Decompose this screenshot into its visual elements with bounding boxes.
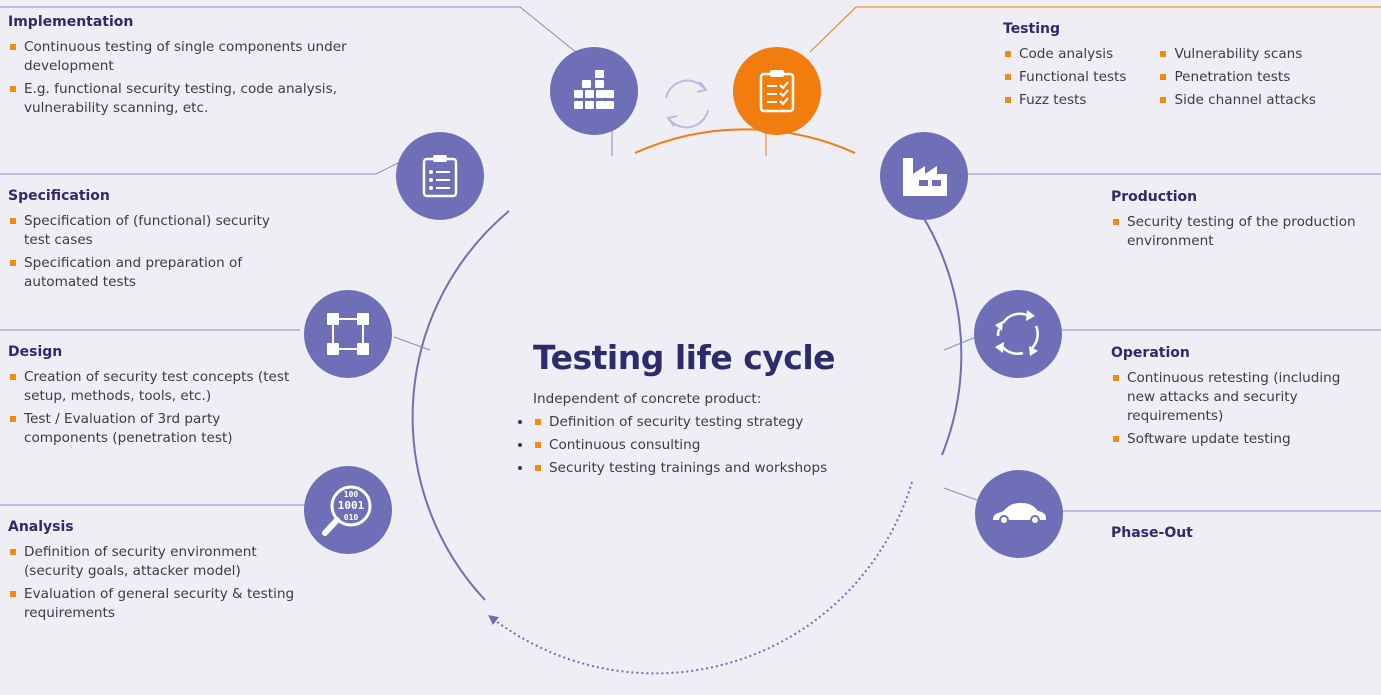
design-node: [304, 290, 392, 378]
phase-title: Implementation: [8, 14, 134, 30]
production-node: [880, 132, 968, 220]
list-item: Definition of security environment (secu…: [8, 543, 313, 581]
list-item: Specification of (functional) security t…: [8, 212, 273, 250]
phase-title: Operation: [1111, 345, 1190, 361]
testing-node: [733, 47, 821, 135]
list-item: Creation of security test concepts (test…: [8, 368, 308, 406]
checklist-icon: [759, 70, 795, 113]
list-item: Continuous retesting (including new atta…: [1111, 369, 1371, 426]
analysis-node: 100 1001 010: [304, 466, 392, 554]
list-item: Specification and preparation of automat…: [8, 254, 273, 292]
center-panel: Testing life cycle Independent of concre…: [533, 338, 836, 482]
binary-text-2: 1001: [338, 499, 365, 512]
list-item: Evaluation of general security & testing…: [8, 585, 313, 623]
clipboard-list-icon: [422, 155, 458, 198]
phase-testing: Testing Code analysis Functional tests F…: [1003, 20, 1378, 114]
list-item: E.g. functional security testing, code a…: [8, 80, 353, 118]
leader-design-cycle: [393, 336, 431, 351]
binary-text-3: 010: [344, 513, 359, 522]
list-item: Penetration tests: [1158, 68, 1316, 87]
phase-implementation: Implementation Continuous testing of sin…: [8, 13, 353, 122]
factory-icon: [903, 158, 947, 196]
refresh-icon: [665, 79, 709, 129]
phase-title: Specification: [8, 188, 110, 204]
phase-title: Phase-Out: [1111, 525, 1193, 541]
cycle-arrows-icon: [995, 310, 1039, 356]
phase-specification: Specification Specification of (function…: [8, 187, 273, 296]
operation-node: [974, 290, 1062, 378]
cycle-arc-left: [411, 210, 510, 601]
leader-specification: [0, 159, 405, 175]
cycle-arc-dotted: [488, 481, 913, 675]
list-item: Functional tests: [1003, 68, 1126, 87]
list-item: Vulnerability scans: [1158, 45, 1316, 64]
phase-title: Testing: [1003, 21, 1060, 37]
phase-out-node: [975, 470, 1063, 558]
leader-implementation: [0, 6, 599, 71]
phase-analysis: Analysis Definition of security environm…: [8, 518, 313, 627]
leader-testing: [809, 6, 1381, 53]
intro-text: Independent of concrete product:: [533, 391, 762, 407]
specification-node: [396, 132, 484, 220]
list-item: Security testing trainings and workshops: [533, 459, 835, 478]
list-item: Continuous consulting: [533, 436, 835, 455]
phase-title: Design: [8, 344, 63, 360]
list-item: Security testing of the production envir…: [1111, 213, 1371, 251]
phase-title: Production: [1111, 189, 1198, 205]
cycle-arc-top: [634, 128, 856, 154]
phase-phase-out: Phase-Out: [1111, 524, 1371, 549]
binary-text-1: 100: [344, 490, 359, 499]
grid-blocks-icon: [574, 70, 614, 109]
cycle-arc-right: [911, 199, 963, 456]
leader-phaseout-cycle: [943, 487, 978, 501]
list-item: Test / Evaluation of 3rd party component…: [8, 410, 308, 448]
diagram-title: Testing life cycle: [533, 338, 836, 377]
node-square-icon: [327, 313, 369, 355]
list-item: Continuous testing of single components …: [8, 38, 353, 76]
list-item: Software update testing: [1111, 430, 1371, 449]
list-item: Definition of security testing strategy: [533, 413, 835, 432]
magnifier-binary-icon: 100 1001 010: [322, 485, 372, 536]
phase-design: Design Creation of security test concept…: [8, 343, 308, 452]
list-item: Fuzz tests: [1003, 91, 1126, 110]
phase-operation: Operation Continuous retesting (includin…: [1111, 344, 1371, 453]
list-item: Code analysis: [1003, 45, 1126, 64]
list-item: Side channel attacks: [1158, 91, 1316, 110]
leader-operation-cycle: [943, 336, 977, 351]
implementation-node: [550, 47, 638, 135]
phase-title: Analysis: [8, 519, 74, 535]
phase-production: Production Security testing of the produ…: [1111, 188, 1371, 255]
car-icon: [993, 503, 1046, 525]
